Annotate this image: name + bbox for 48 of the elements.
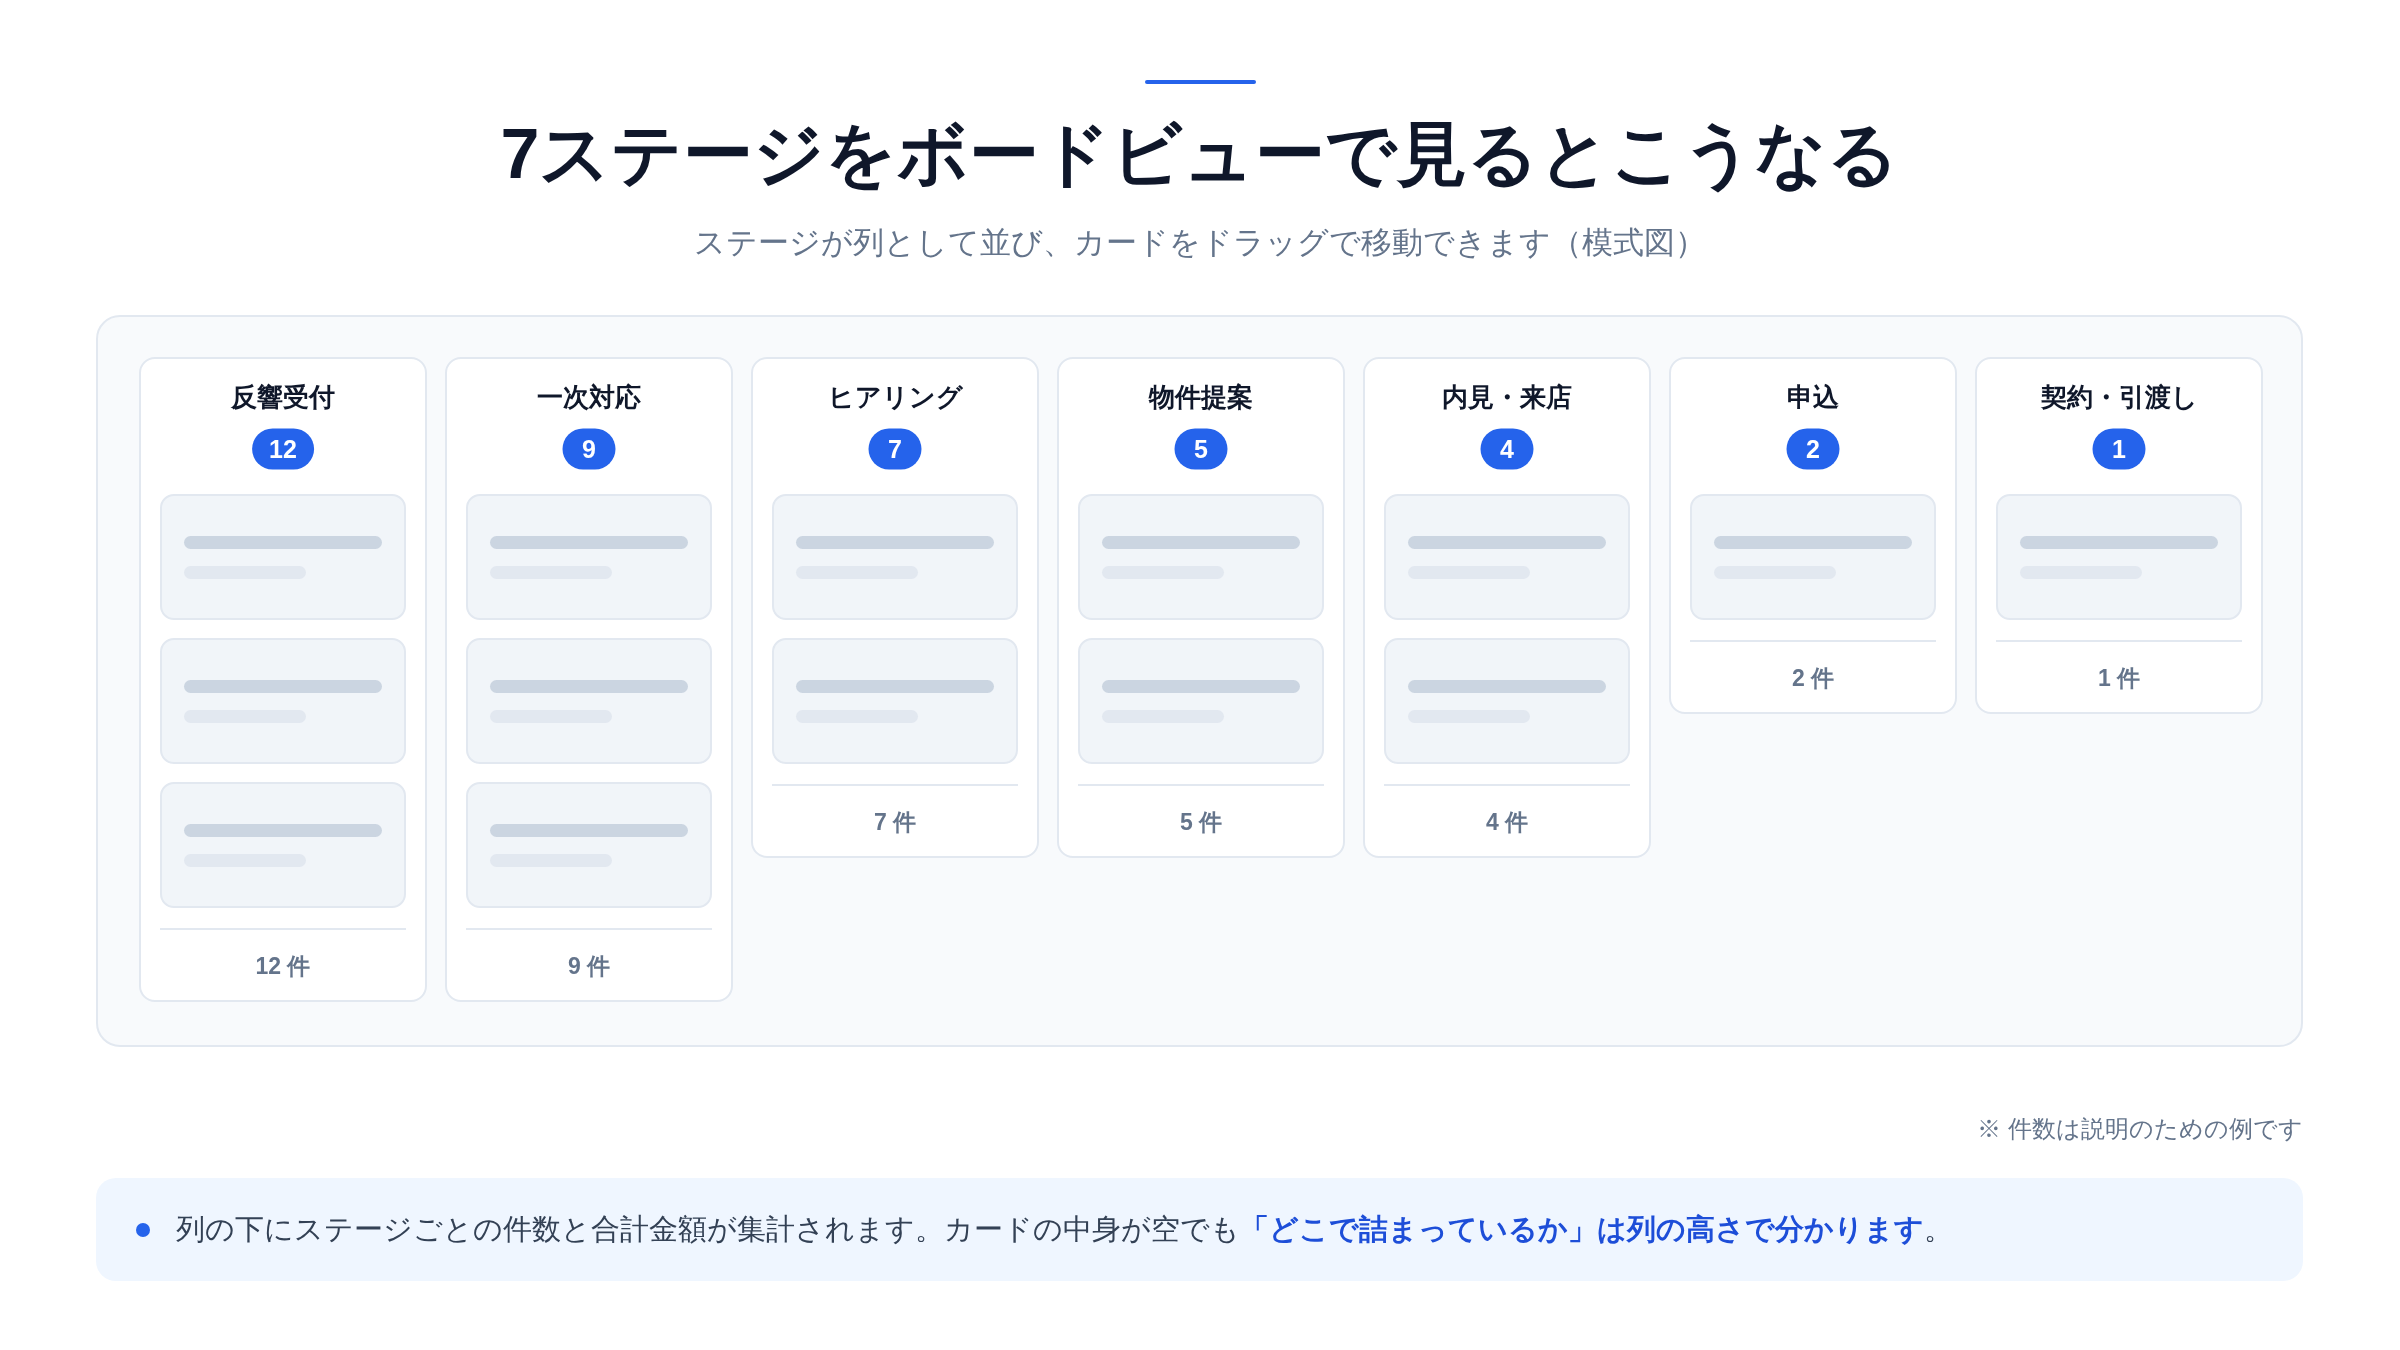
column-heading: ヒアリング (827, 381, 963, 415)
footnote: ※ 件数は説明のための例です (1977, 1114, 2303, 1145)
subtitle: ステージが列として並び、カードをドラッグで移動できます（模式図） (694, 223, 1706, 262)
column-heading: 内見・来店 (1442, 381, 1572, 415)
placeholder-card (466, 494, 712, 620)
info-banner (96, 1178, 2303, 1281)
placeholder-card (1078, 638, 1324, 764)
column-heading: 契約・引渡し (2040, 381, 2198, 415)
count-badge: 12 (252, 428, 314, 470)
board-column (445, 357, 733, 1002)
placeholder-card (1078, 494, 1324, 620)
board-column (1057, 357, 1345, 858)
count-badge: 1 (2092, 428, 2146, 470)
column-count: 1 件 (2097, 664, 2141, 694)
placeholder-card (772, 494, 1018, 620)
placeholder-card (160, 638, 406, 764)
count-badge: 4 (1480, 428, 1534, 470)
banner-text: 列の下にステージごとの件数と合計金額が集計されます。カードの中身が空でも「どこで詰まっているか」は列の高さで分かります。 (176, 1212, 1953, 1248)
column-heading: 申込 (1787, 381, 1839, 415)
count-badge: 2 (1786, 428, 1840, 470)
board-column (1363, 357, 1651, 858)
placeholder-card (1690, 494, 1936, 620)
column-count: 12 件 (255, 952, 311, 982)
board-column (1669, 357, 1957, 714)
column-count: 7 件 (873, 808, 917, 838)
placeholder-card (1996, 494, 2242, 620)
placeholder-card (772, 638, 1018, 764)
column-count: 9 件 (567, 952, 611, 982)
column-heading: 物件提案 (1149, 381, 1253, 415)
board-panel (96, 315, 2303, 1047)
title: 7ステージをボードビューで見るとこうなる (500, 114, 1900, 196)
placeholder-card (466, 782, 712, 908)
count-badge: 7 (868, 428, 922, 470)
column-count: 5 件 (1179, 808, 1223, 838)
placeholder-card (1384, 638, 1630, 764)
placeholder-card (1384, 494, 1630, 620)
column-count: 4 件 (1485, 808, 1529, 838)
board-column (751, 357, 1039, 858)
placeholder-card (160, 494, 406, 620)
placeholder-card (160, 782, 406, 908)
count-badge: 9 (562, 428, 616, 470)
board-column (1975, 357, 2263, 714)
column-count: 2 件 (1791, 664, 1835, 694)
board-column (139, 357, 427, 1002)
column-heading: 一次対応 (537, 381, 641, 415)
count-badge: 5 (1174, 428, 1228, 470)
placeholder-card (466, 638, 712, 764)
column-heading: 反響受付 (231, 381, 335, 415)
